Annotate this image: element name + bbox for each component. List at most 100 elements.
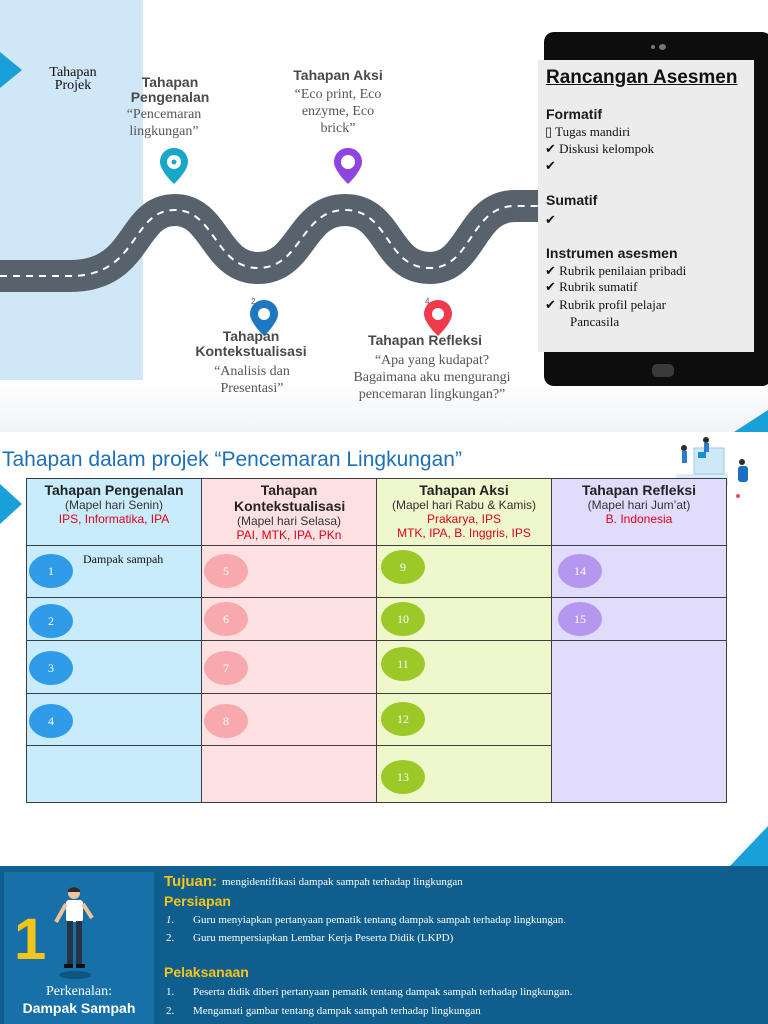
camera-icon bbox=[659, 44, 666, 50]
step-oval[interactable]: 3 bbox=[29, 651, 73, 685]
header-title: Tahapan Pengenalan bbox=[44, 482, 184, 498]
table-row: 3 7 11 bbox=[26, 640, 727, 803]
header-sub: (Mapel hari Rabu & Kamis) bbox=[391, 498, 537, 512]
formatif-item: ✔ bbox=[545, 158, 556, 173]
table-cell: 6 bbox=[201, 597, 377, 641]
location-pin-icon bbox=[334, 148, 362, 184]
tablet-screen bbox=[538, 60, 754, 352]
left-panel bbox=[0, 0, 143, 432]
step-oval[interactable]: 12 bbox=[381, 702, 425, 736]
table-cell: 1 Dampak sampah bbox=[26, 545, 202, 598]
header-subjects: B. Indonesia bbox=[605, 512, 673, 526]
header-kontekstualisasi: Tahapan Kontekstualisasi (Mapel hari Sel… bbox=[201, 478, 377, 546]
list-item: Peserta didik diberi pertanyaan pematik … bbox=[193, 986, 573, 998]
header-subjects: MTK, IPA, B. Inggris, IPS bbox=[397, 526, 531, 540]
step-oval[interactable]: 15 bbox=[558, 602, 602, 636]
step-oval[interactable]: 8 bbox=[204, 704, 248, 738]
stages-table: Tahapan Pengenalan (Mapel hari Senin) IP… bbox=[26, 478, 727, 803]
table-cell: 2 bbox=[26, 597, 202, 641]
roadmap-section: Tahapan Projek Tahapan Pengenalan “Pence… bbox=[0, 0, 768, 432]
table-cell: 8 bbox=[201, 693, 377, 746]
label-tahapan-projek: Tahapan Projek bbox=[49, 65, 97, 93]
table-row: 13 bbox=[26, 745, 727, 803]
home-button-icon bbox=[652, 364, 674, 377]
step-oval[interactable]: 7 bbox=[204, 651, 248, 685]
stage-title-kontekstualisasi: Tahapan Kontekstualisasi bbox=[195, 328, 307, 359]
sumatif-item: ✔ bbox=[545, 212, 556, 227]
table-cell: 15 bbox=[551, 597, 727, 641]
header-subjects: PAI, MTK, IPA, PKn bbox=[236, 528, 342, 542]
formatif-item: ▯ Tugas mandiri bbox=[545, 124, 631, 139]
header-aksi: Tahapan Aksi (Mapel hari Rabu & Kamis) P… bbox=[376, 478, 552, 546]
step-oval[interactable]: 5 bbox=[204, 554, 248, 588]
step-number: 1 bbox=[14, 907, 47, 972]
corner-triangle bbox=[730, 826, 768, 866]
stage-desc-aksi: “Eco print, Eco enzyme, Eco brick” bbox=[294, 87, 382, 136]
table-cell bbox=[201, 745, 377, 803]
formatif-item: ✔ Diskusi kelompok bbox=[545, 141, 655, 156]
step-oval[interactable]: 1 bbox=[29, 554, 73, 588]
table-cell: 7 bbox=[201, 640, 377, 694]
table-cell: 14 bbox=[551, 545, 727, 598]
list-number: 1. bbox=[166, 914, 175, 926]
instrumen-item-cont: Pancasila bbox=[570, 314, 620, 329]
step-oval[interactable]: 4 bbox=[29, 704, 73, 738]
table-row: 2 6 10 15 bbox=[26, 597, 727, 641]
card-caption: Perkenalan: bbox=[45, 984, 113, 999]
pelaksanaan-label: Pelaksanaan bbox=[164, 964, 249, 980]
location-pin-icon bbox=[160, 148, 188, 184]
header-pengenalan: Tahapan Pengenalan (Mapel hari Senin) IP… bbox=[26, 478, 202, 546]
header-sub: (Mapel hari Jum’at) bbox=[587, 498, 691, 512]
tujuan-text: mengidentifikasi dampak sampah terhadap … bbox=[222, 876, 463, 888]
stage-desc-pengenalan: “Pencemaran lingkungan” bbox=[126, 107, 202, 139]
table-cell: 5 bbox=[201, 545, 377, 598]
list-number: 1. bbox=[166, 986, 175, 998]
table-header-row: Tahapan Pengenalan (Mapel hari Senin) IP… bbox=[26, 478, 727, 546]
step-oval[interactable]: 11 bbox=[381, 647, 425, 681]
header-subjects: IPS, Informatika, IPA bbox=[58, 512, 170, 526]
step-oval[interactable]: 13 bbox=[381, 760, 425, 794]
instrumen-label: Instrumen asesmen bbox=[546, 245, 678, 261]
corner-triangle bbox=[734, 410, 768, 432]
table-row: 1 Dampak sampah 5 9 14 bbox=[26, 545, 727, 598]
header-refleksi: Tahapan Refleksi (Mapel hari Jum’at) B. … bbox=[551, 478, 727, 546]
list-number: 2. bbox=[166, 1005, 175, 1017]
step-oval[interactable]: 10 bbox=[381, 602, 425, 636]
card-title: Dampak Sampah bbox=[22, 1000, 136, 1016]
step-oval[interactable]: 9 bbox=[381, 550, 425, 584]
header-sub: (Mapel hari Selasa) bbox=[236, 514, 342, 528]
step-oval[interactable]: 14 bbox=[558, 554, 602, 588]
arrow-decoration bbox=[0, 484, 22, 524]
instrumen-item: ✔ Rubrik penilaian pribadi bbox=[545, 263, 687, 278]
header-title: Tahapan Aksi bbox=[419, 482, 509, 498]
table-cell: 13 bbox=[376, 745, 552, 803]
stage-title-refleksi: Tahapan Refleksi bbox=[367, 332, 483, 348]
teacher-figure-icon bbox=[54, 887, 94, 979]
stage-title-pengenalan: Tahapan Pengenalan bbox=[130, 74, 210, 105]
stage-title-aksi: Tahapan Aksi bbox=[293, 67, 383, 83]
table-cell: 11 bbox=[376, 640, 552, 694]
formatif-label: Formatif bbox=[546, 106, 602, 122]
list-item: Mengamati gambar tentang dampak sampah t… bbox=[193, 1005, 481, 1017]
header-title: Tahapan Kontekstualisasi bbox=[234, 482, 346, 514]
table-cell: 12 bbox=[376, 693, 552, 746]
table-cell: 10 bbox=[376, 597, 552, 641]
pin-number: 2 bbox=[251, 297, 256, 306]
step-oval[interactable]: 2 bbox=[29, 604, 73, 638]
header-subjects: Prakarya, IPS bbox=[426, 512, 502, 526]
list-item: Guru mempersiapkan Lembar Kerja Peserta … bbox=[193, 932, 454, 944]
list-item: Guru menyiapkan pertanyaan pematik tenta… bbox=[193, 914, 566, 926]
step-oval[interactable]: 6 bbox=[204, 602, 248, 636]
table-cell: 9 bbox=[376, 545, 552, 598]
stage-desc-refleksi: “Apa yang kudapat? Bagaimana aku mengura… bbox=[353, 353, 511, 402]
instrumen-item: ✔ Rubrik profil pelajar bbox=[545, 297, 666, 312]
row-note: Dampak sampah bbox=[83, 552, 164, 566]
tujuan-label: Tujuan: bbox=[164, 873, 218, 890]
table-cell: 3 bbox=[26, 640, 202, 694]
location-pin-icon bbox=[250, 300, 278, 336]
persiapan-label: Persiapan bbox=[164, 893, 231, 909]
table-title: Tahapan dalam projek “Pencemaran Lingkun… bbox=[2, 448, 462, 471]
header-sub: (Mapel hari Senin) bbox=[64, 498, 164, 512]
background-fade bbox=[0, 380, 768, 432]
sumatif-label: Sumatif bbox=[546, 192, 598, 208]
